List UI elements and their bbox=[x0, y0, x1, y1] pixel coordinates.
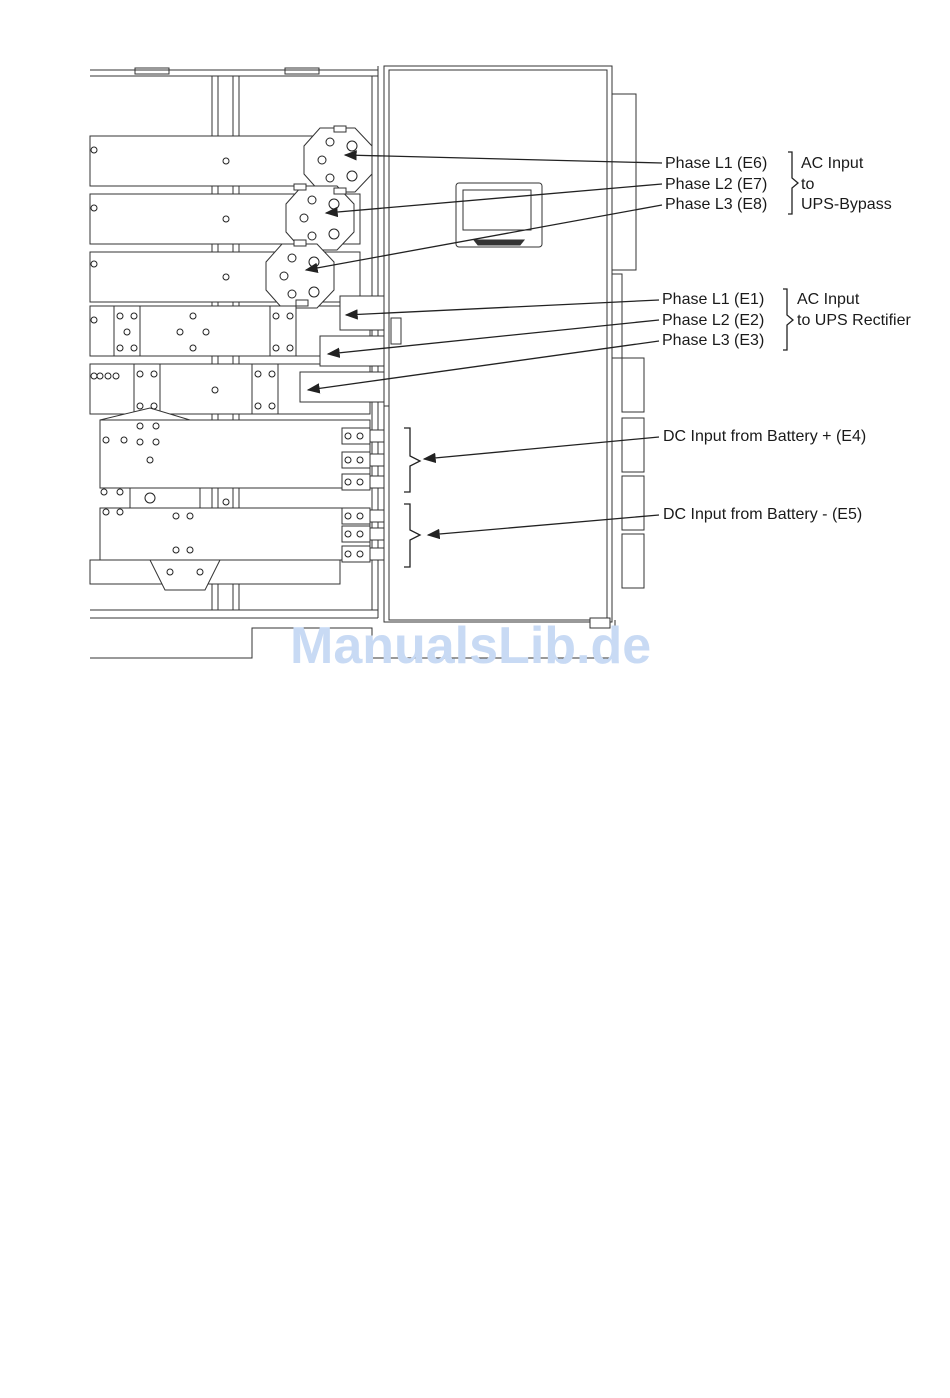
watermark: ManualsLib.de bbox=[290, 616, 670, 676]
rectifier-phase-l2-label: Phase L2 (E2) bbox=[662, 311, 764, 331]
bypass-group-line1: AC Input bbox=[801, 154, 863, 174]
bypass-phase-l2-label: Phase L2 (E7) bbox=[665, 175, 767, 195]
bypass-group-line2: to bbox=[801, 175, 814, 195]
dc-plus-label: DC Input from Battery + (E4) bbox=[663, 427, 866, 447]
bypass-group-line3: UPS-Bypass bbox=[801, 195, 892, 215]
bypass-phase-l3-label: Phase L3 (E8) bbox=[665, 195, 767, 215]
rectifier-group-line1: AC Input bbox=[797, 290, 859, 310]
diagram-stage: Phase L1 (E6) Phase L2 (E7) Phase L3 (E8… bbox=[0, 0, 950, 700]
rectifier-group-line2: to UPS Rectifier bbox=[797, 311, 911, 331]
rectifier-phase-l1-label: Phase L1 (E1) bbox=[662, 290, 764, 310]
label-layer: Phase L1 (E6) Phase L2 (E7) Phase L3 (E8… bbox=[0, 0, 912, 700]
bypass-phase-l1-label: Phase L1 (E6) bbox=[665, 154, 767, 174]
rectifier-phase-l3-label: Phase L3 (E3) bbox=[662, 331, 764, 351]
dc-minus-label: DC Input from Battery - (E5) bbox=[663, 505, 862, 525]
